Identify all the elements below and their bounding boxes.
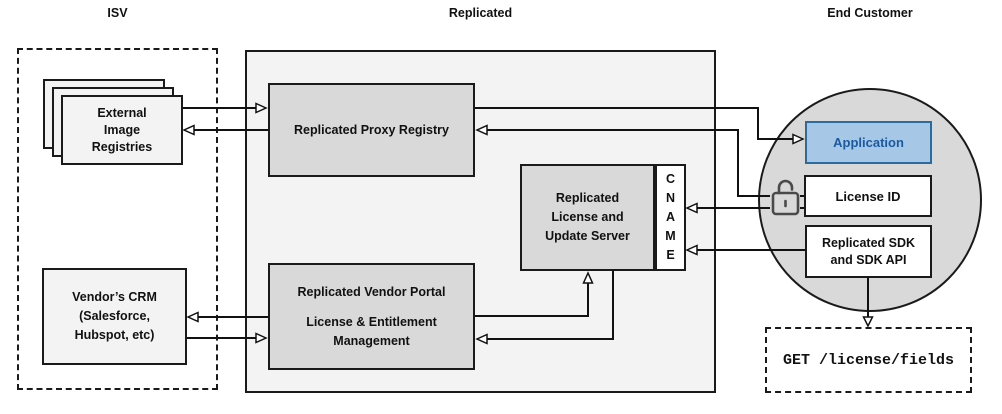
api-call-label: GET /license/fields xyxy=(782,351,955,369)
sdk-node: Replicated SDK and SDK API xyxy=(805,225,932,278)
arrow-crm-to-portal xyxy=(187,332,268,344)
license-id-node: License ID xyxy=(804,175,932,217)
replicated-section-label: Replicated xyxy=(448,6,513,20)
sdk-label: Replicated SDK and SDK API xyxy=(821,235,916,267)
vendor-crm-label: Vendor’s CRM (Salesforce, Hubspot, etc) xyxy=(72,290,157,342)
arrow-proxy-to-registries xyxy=(182,124,268,136)
isv-section-label: ISV xyxy=(107,6,128,20)
arrow-portal-to-crm xyxy=(186,311,268,323)
end-customer-section-label: End Customer xyxy=(827,6,913,20)
external-image-registries-node: External Image Registries xyxy=(61,95,183,165)
arrow-registries-to-proxy xyxy=(183,102,268,114)
cname-node: C N A M E xyxy=(655,164,686,271)
arrow-portal-to-license-server xyxy=(475,271,594,317)
isv-section-box xyxy=(17,48,218,390)
license-update-server-label: Replicated License and Update Server xyxy=(545,191,630,243)
arrow-proxy-to-application xyxy=(475,107,805,145)
arrow-sdk-to-cname xyxy=(685,244,805,256)
application-node: Application xyxy=(805,121,932,164)
license-update-server-node: Replicated License and Update Server xyxy=(520,164,655,271)
external-image-registries-label: External Image Registries xyxy=(91,105,153,154)
arrow-sdk-to-api-call xyxy=(862,278,874,328)
open-padlock-icon xyxy=(771,179,800,216)
proxy-registry-node: Replicated Proxy Registry xyxy=(268,83,475,177)
arrow-license-server-to-portal xyxy=(475,271,614,345)
license-id-label: License ID xyxy=(835,188,901,204)
api-call-text: GET /license/fields xyxy=(767,329,970,391)
arrow-licenseid-to-cname xyxy=(685,202,806,214)
application-label: Application xyxy=(833,135,904,150)
api-call-box xyxy=(765,327,972,393)
cname-label: C N A M E xyxy=(665,172,676,262)
proxy-registry-label: Replicated Proxy Registry xyxy=(294,122,449,137)
vendor-portal-node: Replicated Vendor Portal License & Entit… xyxy=(268,263,475,370)
vendor-portal-subtitle: License & Entitlement Management xyxy=(306,314,437,348)
vendor-portal-title: Replicated Vendor Portal xyxy=(297,284,446,299)
vendor-crm-node: Vendor’s CRM (Salesforce, Hubspot, etc) xyxy=(42,268,187,365)
